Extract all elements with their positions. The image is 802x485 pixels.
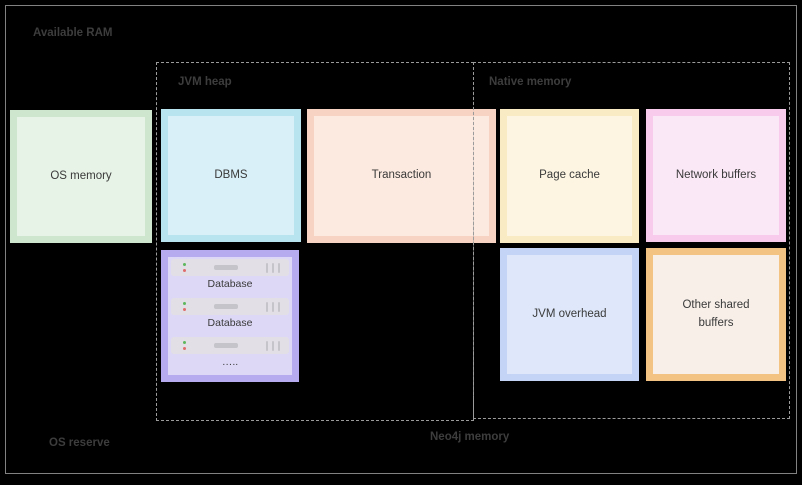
neo4j-memory-label: Neo4j memory <box>430 431 510 443</box>
page-cache-box: Page cache <box>500 109 639 243</box>
server-leds <box>183 263 186 272</box>
server-leds <box>183 341 186 350</box>
database-stack: Database Database <box>161 250 299 382</box>
server-leds <box>183 302 186 311</box>
status-led-green-icon <box>183 302 186 305</box>
database-item: Database <box>171 298 289 329</box>
available-ram-label: Available RAM <box>33 27 113 39</box>
transaction-label: Transaction <box>371 169 432 182</box>
database-ellipsis-label: ….. <box>221 356 239 368</box>
server-drive-bar-icon <box>214 304 238 309</box>
database-item: Database <box>171 259 289 290</box>
os-memory-box: OS memory <box>10 110 152 243</box>
status-led-red-icon <box>183 269 186 272</box>
jvm-overhead-box: JVM overhead <box>500 248 639 381</box>
other-shared-buffers-box: Other shared buffers <box>646 248 786 381</box>
os-reserve-label: OS reserve <box>49 437 110 449</box>
server-icon <box>171 298 289 315</box>
status-led-green-icon <box>183 263 186 266</box>
page-cache-label: Page cache <box>539 169 600 182</box>
server-drive-bar-icon <box>214 265 238 270</box>
server-vents-icon <box>266 301 280 312</box>
server-vents-icon <box>266 340 280 351</box>
server-icon <box>171 259 289 276</box>
network-buffers-box: Network buffers <box>646 109 786 242</box>
database-item-more: ….. <box>171 337 289 368</box>
database-label: Database <box>207 317 253 329</box>
other-shared-buffers-label: Other shared buffers <box>682 299 750 329</box>
server-vents-icon <box>266 262 280 273</box>
database-label: Database <box>207 278 253 290</box>
native-memory-label: Native memory <box>489 76 572 88</box>
jvm-overhead-label: JVM overhead <box>532 307 607 320</box>
dbms-label: DBMS <box>214 168 248 181</box>
status-led-red-icon <box>183 308 186 311</box>
os-memory-label: OS memory <box>50 169 112 182</box>
jvm-heap-label: JVM heap <box>178 76 232 88</box>
status-led-green-icon <box>183 341 186 344</box>
available-ram-frame <box>5 5 797 474</box>
transaction-box: Transaction <box>307 109 496 243</box>
server-drive-bar-icon <box>214 343 238 348</box>
network-buffers-label: Network buffers <box>675 168 757 181</box>
status-led-red-icon <box>183 347 186 350</box>
server-icon <box>171 337 289 354</box>
dbms-box: DBMS <box>161 109 301 242</box>
